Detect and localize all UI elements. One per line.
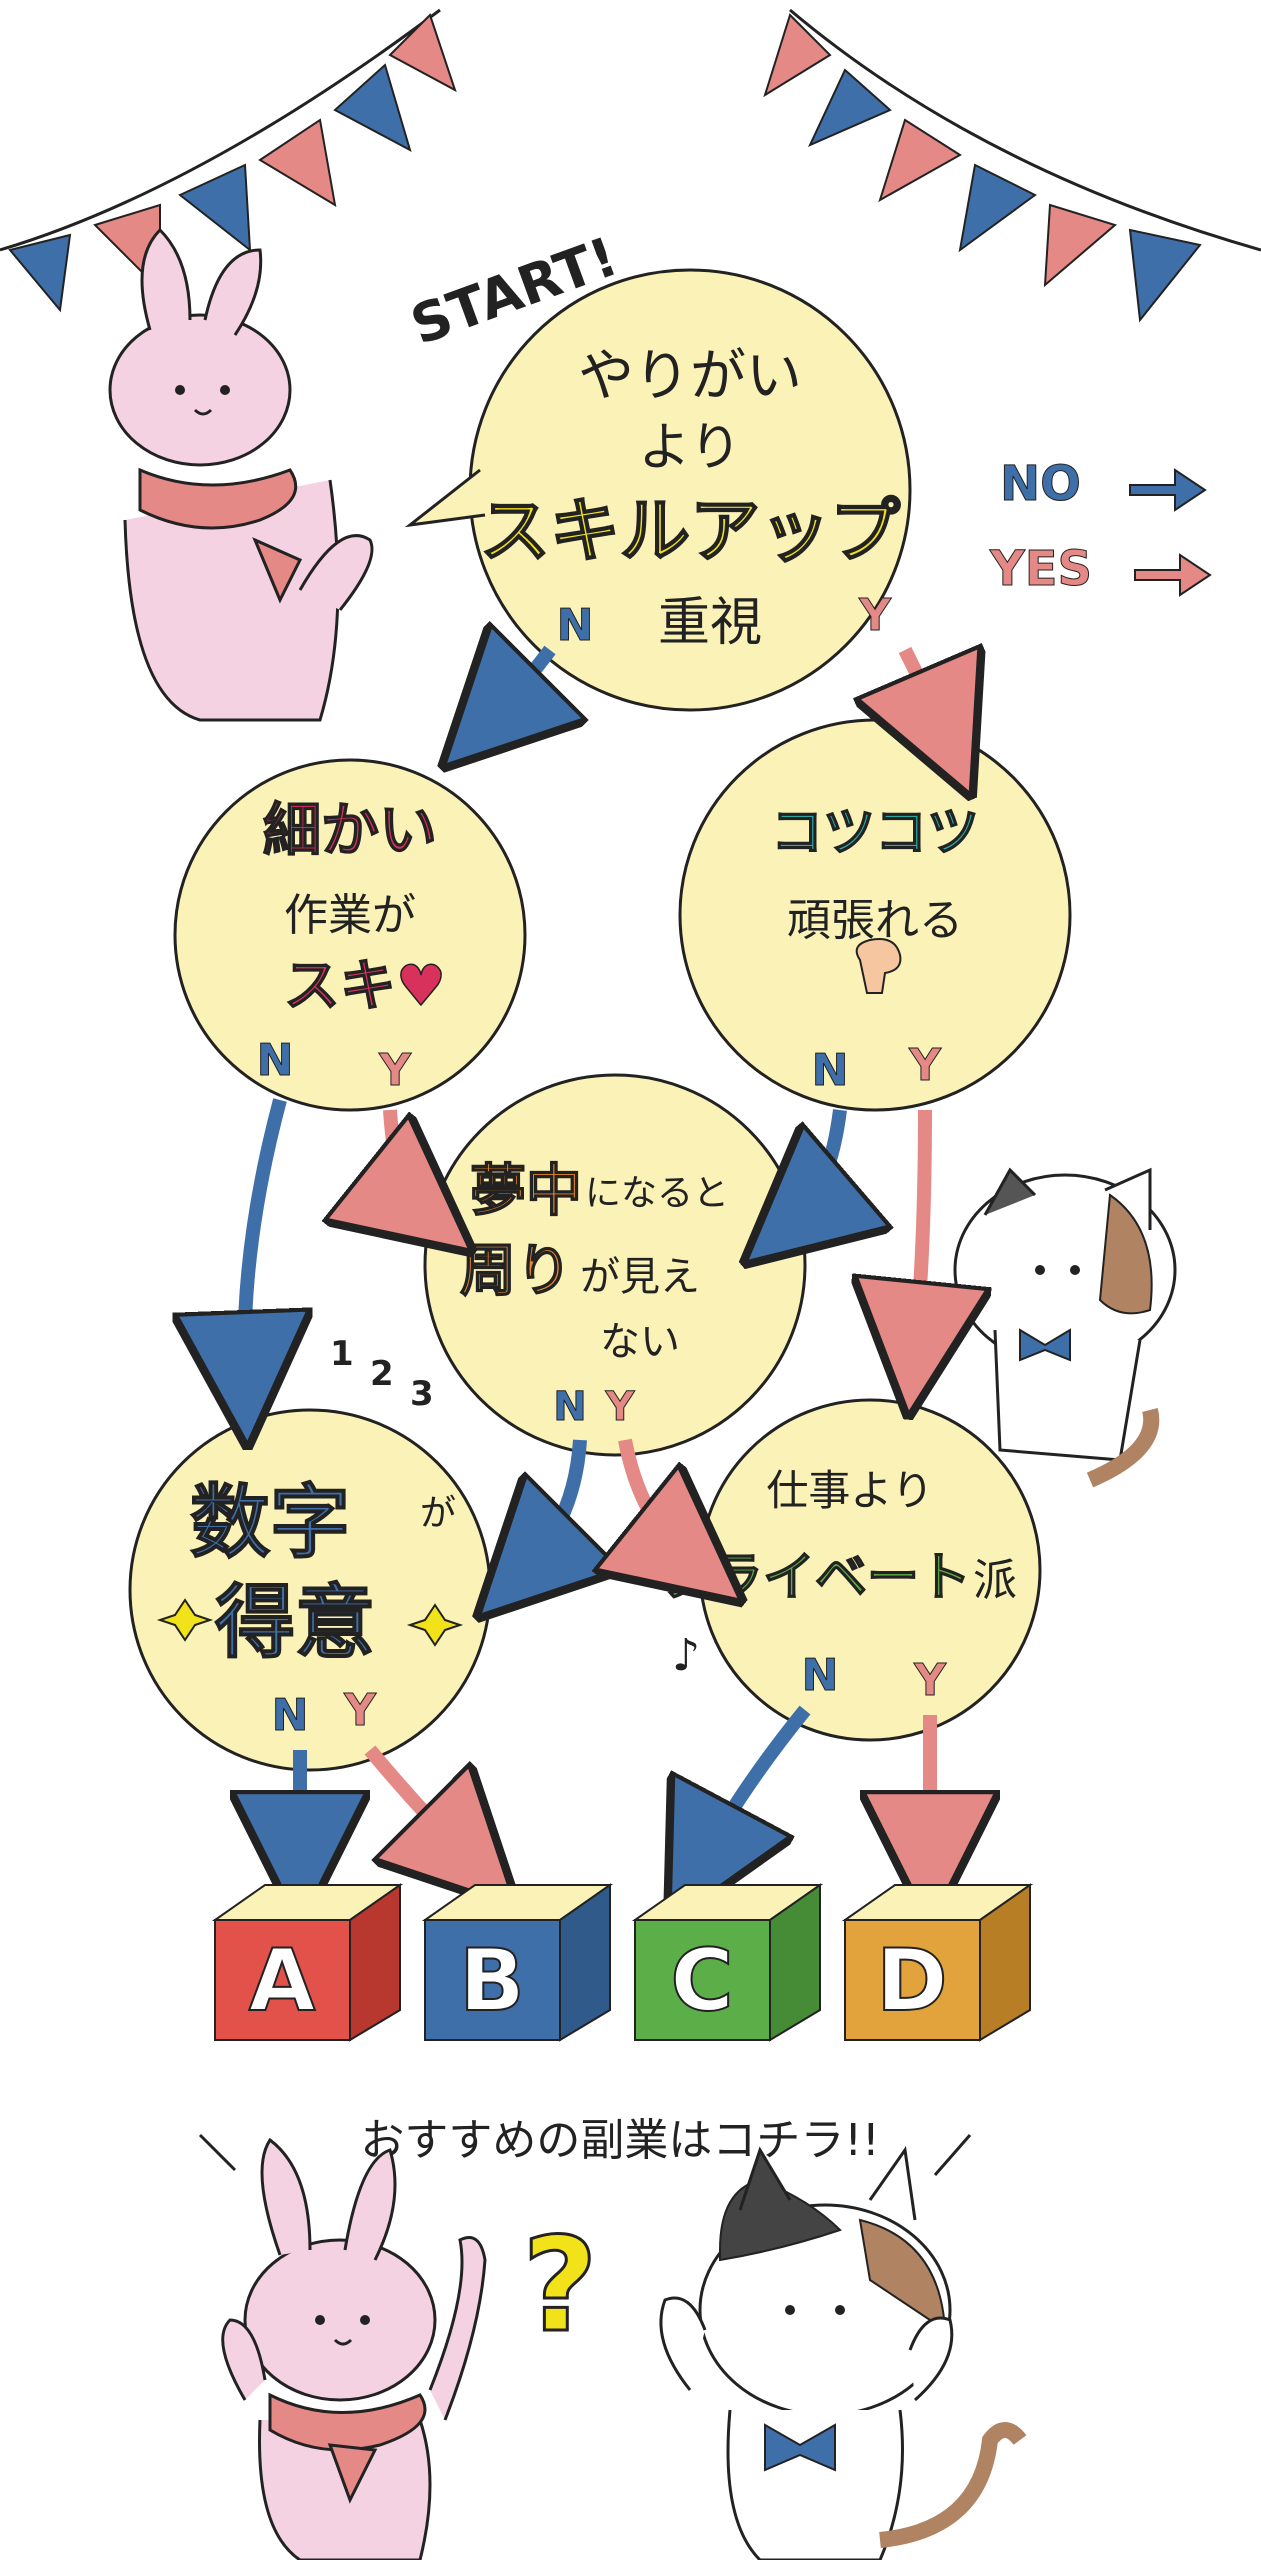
q4-line3: ない: [600, 1319, 680, 1365]
q3-line2: 頑張れる: [787, 895, 963, 946]
node-q3: コツコツ 頑張れる N Y: [678, 718, 1072, 1112]
q1-line3: スキルアップ: [480, 490, 900, 572]
bow-tie-icon: [1019, 1328, 1071, 1362]
q6-line1: 仕事より: [766, 1466, 933, 1515]
arrow-q4-yes: [625, 1438, 690, 1560]
q6-yes-label: Y: [913, 1655, 947, 1706]
result-box-c: C: [631, 1883, 824, 2042]
question-mark-icon: ?: [522, 2209, 597, 2361]
arrow-q1-yes: [905, 650, 945, 735]
q5-line2: 得意: [215, 1576, 375, 1669]
shout-mark-left: [198, 2133, 237, 2172]
q4-line1a: 夢中: [470, 1159, 582, 1224]
music-note-icon: ♪: [672, 1630, 700, 1681]
cat-mid-illustration: [953, 1167, 1177, 1488]
legend-yes-arrow: [1134, 553, 1212, 597]
q2-line1: 細かい: [263, 796, 437, 864]
result-box-d: D: [841, 1883, 1034, 2042]
sparkle-icon-right: [406, 1603, 464, 1647]
decor-number-3: 3: [410, 1374, 434, 1414]
fist-icon: [855, 938, 902, 994]
result-label-d: D: [876, 1931, 947, 2031]
arrow-q3-yes: [915, 1109, 925, 1350]
q5-no-label: N: [272, 1690, 309, 1741]
arrow-q5-yes: [364, 1745, 470, 1860]
q6-no-label: N: [802, 1650, 839, 1701]
legend-no-arrow: [1129, 468, 1207, 512]
bunting-right: [763, 8, 1261, 323]
arrow-q4-no: [525, 1439, 580, 1570]
node-q4: 夢中 になると 周り が見え ない N Y: [423, 1073, 807, 1457]
q5-line1b: が: [420, 1493, 456, 1534]
q2-yes-label: Y: [378, 1045, 412, 1096]
arrow-q3-no: [795, 1109, 840, 1220]
shout-mark-right: [933, 2134, 972, 2176]
q3-yes-label: Y: [908, 1040, 942, 1091]
result-label-b: B: [459, 1931, 525, 2031]
legend-yes-label: YES: [989, 541, 1092, 597]
q3-line1: コツコツ: [771, 803, 979, 863]
footer-text: おすすめの副業はコチラ!!: [360, 2115, 879, 2166]
result-box-a: A: [211, 1883, 404, 2042]
node-q1: やりがい より スキルアップ 重視 N Y: [404, 268, 912, 712]
sparkle-icon-left: [156, 1598, 214, 1642]
result-box-b: B: [421, 1883, 614, 2042]
q6-line2: プライベート: [659, 1548, 971, 1608]
arrow-q2-no: [244, 1098, 280, 1380]
q1-line2: より: [639, 418, 742, 478]
arrow-q6-no: [700, 1705, 811, 1865]
rabbit-top-illustration: [108, 227, 374, 722]
q5-yes-label: Y: [343, 1685, 377, 1736]
arrow-q2-yes: [390, 1109, 420, 1210]
bow-tie-bottom-icon: [764, 2423, 836, 2472]
rabbit-bottom-illustration: [221, 2137, 487, 2560]
q4-line1b: になると: [585, 1173, 729, 1214]
decor-number-2: 2: [370, 1354, 394, 1394]
result-label-c: C: [670, 1931, 733, 2031]
q5-line1: 数字: [190, 1476, 350, 1569]
decor-number-1: 1: [330, 1334, 354, 1374]
node-q6: 仕事より プライベート 派 N Y: [658, 1398, 1042, 1742]
q4-yes-label: Y: [605, 1384, 636, 1430]
q4-line2b: が見え: [580, 1254, 700, 1300]
q2-no-label: N: [257, 1035, 294, 1086]
q2-line3: スキ♥: [284, 954, 446, 1019]
q4-line2a: 周り: [460, 1239, 572, 1304]
arrow-q1-no: [490, 650, 550, 720]
result-label-a: A: [249, 1931, 316, 2031]
arrows: [244, 650, 945, 1865]
node-q5: 数字 が 得意 N Y: [128, 1408, 492, 1772]
q1-line1: やりがい: [578, 344, 802, 409]
q1-line4: 重視: [658, 593, 762, 653]
q1-no-label: N: [557, 600, 594, 651]
legend: NO YES: [989, 456, 1212, 598]
legend-no-label: NO: [1000, 456, 1081, 512]
cat-bottom-illustration: [659, 2146, 1027, 2560]
q3-no-label: N: [812, 1045, 849, 1096]
q1-yes-label: Y: [858, 590, 892, 641]
q6-line2b: 派: [973, 1555, 1017, 1606]
q4-no-label: N: [553, 1384, 586, 1430]
q2-line2: 作業が: [284, 890, 416, 941]
node-q2: 細かい 作業が スキ♥ N Y: [173, 758, 527, 1112]
